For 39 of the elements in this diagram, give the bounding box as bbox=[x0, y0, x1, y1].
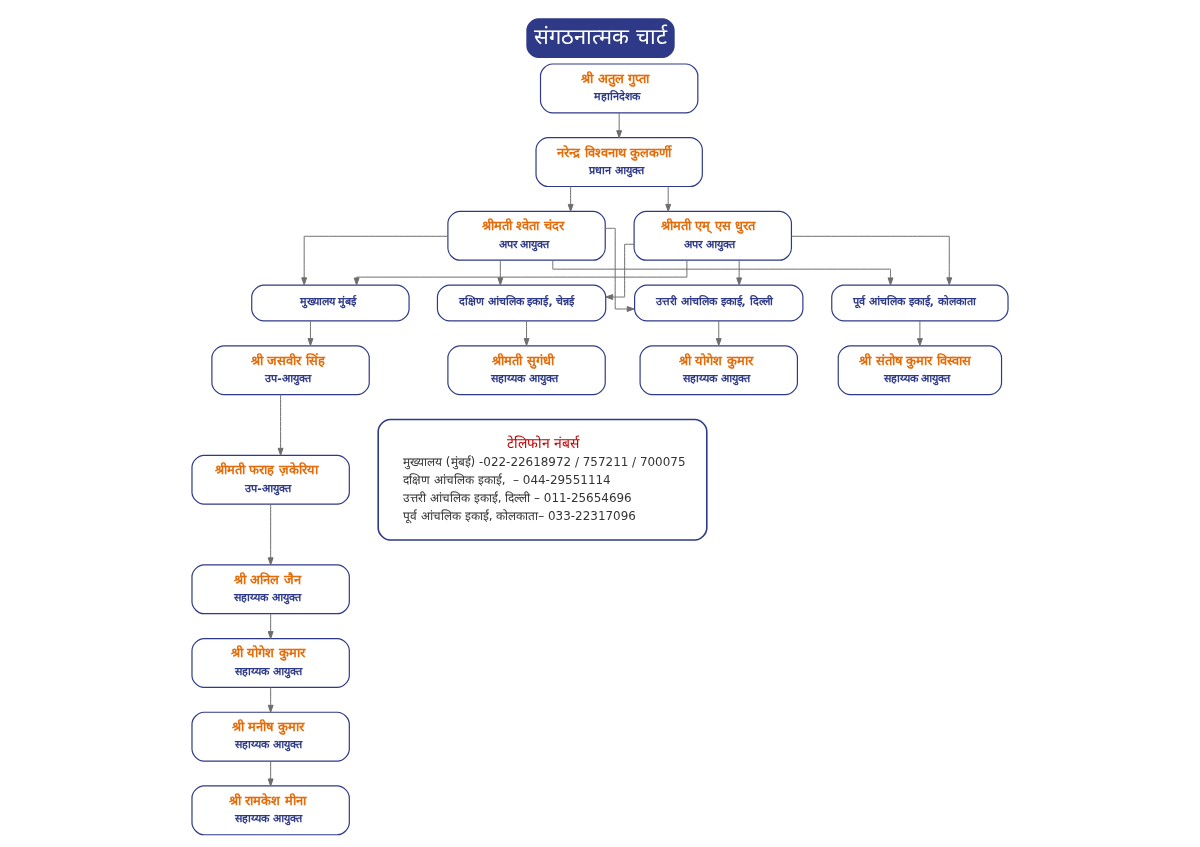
node-box: श्रीमती श्वेता चंदर अपर आयुक्त bbox=[447, 210, 606, 261]
node-box: उत्तरी आंचलिक इकाई, दिल्ली bbox=[634, 284, 804, 322]
node-box: श्री जसवीर सिंह उप-आयुक्त bbox=[211, 345, 370, 396]
arrow bbox=[605, 243, 635, 300]
arrow bbox=[353, 259, 688, 286]
diagram-title: संगठनात्मक चार्ट bbox=[534, 23, 668, 49]
arrow bbox=[552, 259, 894, 286]
node-box: श्री योगेश कुमार सहाय्यक आयुक्त bbox=[191, 638, 350, 688]
arrow bbox=[665, 186, 672, 212]
arrow bbox=[791, 235, 953, 286]
arrow bbox=[715, 320, 722, 347]
arrow bbox=[497, 259, 504, 286]
node-box: श्री मनीष कुमार सहाय्यक आयुक्त bbox=[191, 711, 350, 762]
arrow bbox=[916, 320, 923, 347]
node-box: श्रीमती एम् एस धुरत अपर आयुक्त bbox=[633, 210, 793, 261]
node-box: श्री अतुल गुप्ता महानिदेशक bbox=[539, 63, 699, 114]
arrow bbox=[616, 112, 623, 139]
arrow bbox=[736, 259, 743, 286]
arrow bbox=[604, 227, 635, 312]
node-box: श्रीमती सुगंधी सहाय्यक आयुक्त bbox=[447, 345, 606, 396]
node-box: श्री योगेश कुमार सहाय्यक आयुक्त bbox=[639, 345, 798, 396]
arrow bbox=[267, 760, 274, 787]
arrow bbox=[277, 394, 284, 456]
arrow bbox=[267, 613, 274, 640]
node-box: टेलिफोन नंबर्स मुख्यालय (मुंबई) -022-22618972 / 757211 / 700075 दक्षिण आंचलिक इकाई, – 044-29551114 उत्तरी आंचलिक इकाई, दिल्ली – 011-25654696 पूर्व आंचलिक इकाई, कोलकाता– 033-22317096 bbox=[377, 418, 708, 541]
node-box: श्री रामकेश मीना सहाय्यक आयुक्त bbox=[191, 785, 350, 836]
node-box: श्री संतोष कुमार विस्वास सहाय्यक आयुक्त bbox=[837, 345, 1003, 396]
node-box: श्री अनिल जैन सहाय्यक आयुक्त bbox=[191, 564, 350, 615]
arrow bbox=[567, 186, 574, 212]
node-box: मुख्यालय मुंबई bbox=[251, 284, 410, 322]
arrow bbox=[267, 687, 274, 713]
node-box: श्रीमती फराह ज़केरिया उप-आयुक्त bbox=[191, 454, 350, 505]
arrow bbox=[267, 503, 274, 566]
arrow bbox=[523, 320, 530, 347]
arrow bbox=[301, 235, 449, 286]
node-box: पूर्व आंचलिक इकाई, कोलकाता bbox=[831, 284, 1009, 322]
arrow bbox=[307, 320, 314, 347]
node-box: दक्षिण आंचलिक इकाई, चेन्नई bbox=[436, 284, 607, 322]
node-box: नरेन्द्र विश्वनाथ कुलकर्णी प्रधान आयुक्त bbox=[535, 137, 703, 188]
